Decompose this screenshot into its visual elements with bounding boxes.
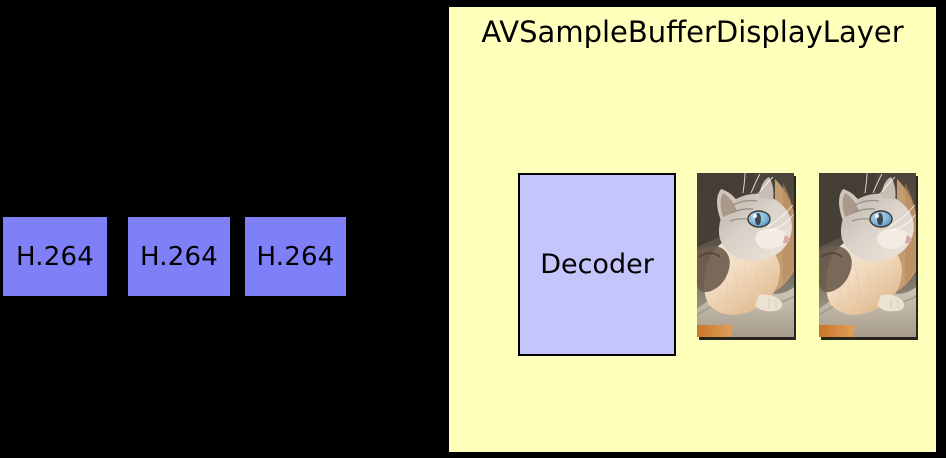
h264-sample-box-2: H.264 [128, 217, 230, 296]
h264-sample-label: H.264 [140, 241, 218, 272]
h264-sample-box-3: H.264 [245, 217, 346, 296]
avsamplebufferdisplaylayer-panel: AVSampleBufferDisplayLayer Decoder [449, 7, 936, 452]
decoded-frame-thumbnail-1 [697, 173, 794, 337]
h264-sample-label: H.264 [256, 241, 335, 272]
decoded-frame-thumbnail-2 [819, 173, 916, 337]
h264-sample-label: H.264 [16, 241, 94, 272]
cat-photo-icon [819, 173, 916, 337]
h264-sample-box-1: H.264 [3, 217, 107, 296]
decoder-box: Decoder [518, 173, 676, 356]
decoder-label: Decoder [540, 249, 654, 280]
cat-photo-icon [697, 173, 794, 337]
panel-title: AVSampleBufferDisplayLayer [481, 15, 904, 49]
